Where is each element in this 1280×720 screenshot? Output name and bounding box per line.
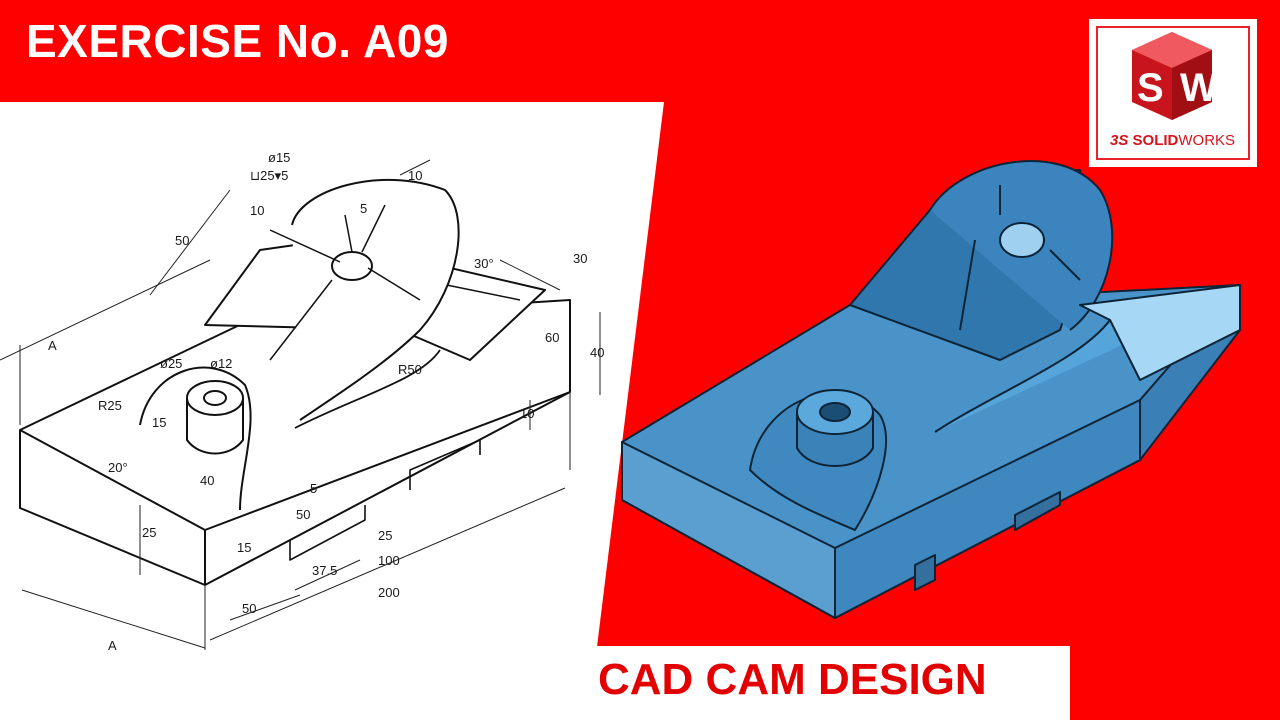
dim-r50: R50 <box>398 362 422 377</box>
dim-r25: R25 <box>98 398 122 413</box>
dim-phi15: ø15 <box>268 150 290 165</box>
dim-50c: 50 <box>242 601 256 616</box>
logo-solid: SOLID <box>1132 132 1179 149</box>
dim-5b: 5 <box>310 481 317 496</box>
dim-phi12: ø12 <box>210 356 232 371</box>
dim-60: 60 <box>545 330 559 345</box>
logo-wordmark: 3S SOLIDWORKS <box>1110 132 1235 149</box>
logo-works: WORKS <box>1178 132 1236 149</box>
logo-cube-icon <box>1132 32 1212 120</box>
dim-10b: 10 <box>250 203 264 218</box>
dim-200: 200 <box>378 585 400 600</box>
dim-25a: 25 <box>142 525 156 540</box>
dim-cbore: ⊔25▾5 <box>250 168 288 183</box>
dim-10c: 10 <box>520 406 534 421</box>
logo-border <box>1096 26 1250 160</box>
dim-phi25: ø25 <box>160 356 182 371</box>
solidworks-logo: S W 3S SOLIDWORKS <box>1089 19 1257 167</box>
dim-50b: 50 <box>296 507 310 522</box>
dim-100: 100 <box>378 553 400 568</box>
dim-30deg: 30° <box>474 256 494 271</box>
isometric-drawing <box>0 159 601 650</box>
dim-a1: A <box>48 338 57 353</box>
logo-letter-w: W <box>1180 66 1218 110</box>
dim-15b: 15 <box>237 540 251 555</box>
dim-15a: 15 <box>152 415 166 430</box>
logo-ds: 3S <box>1110 132 1129 149</box>
model-3d <box>621 160 1241 619</box>
dim-37-5: 37.5 <box>312 563 337 578</box>
dim-40: 40 <box>590 345 604 360</box>
footer-text: CAD CAM DESIGN <box>598 655 987 704</box>
logo-letter-s: S <box>1137 66 1164 110</box>
dim-50: 50 <box>175 233 189 248</box>
dim-40b: 40 <box>200 473 214 488</box>
dim-10a: 10 <box>408 168 422 183</box>
dim-30: 30 <box>573 251 587 266</box>
dim-25b: 25 <box>378 528 392 543</box>
dim-5a: 5 <box>360 201 367 216</box>
footer-banner: CAD CAM DESIGN <box>586 646 1070 720</box>
exercise-title: EXERCISE No. A09 <box>26 15 449 67</box>
dim-20deg: 20° <box>108 460 128 475</box>
dim-a2: A <box>108 638 117 653</box>
